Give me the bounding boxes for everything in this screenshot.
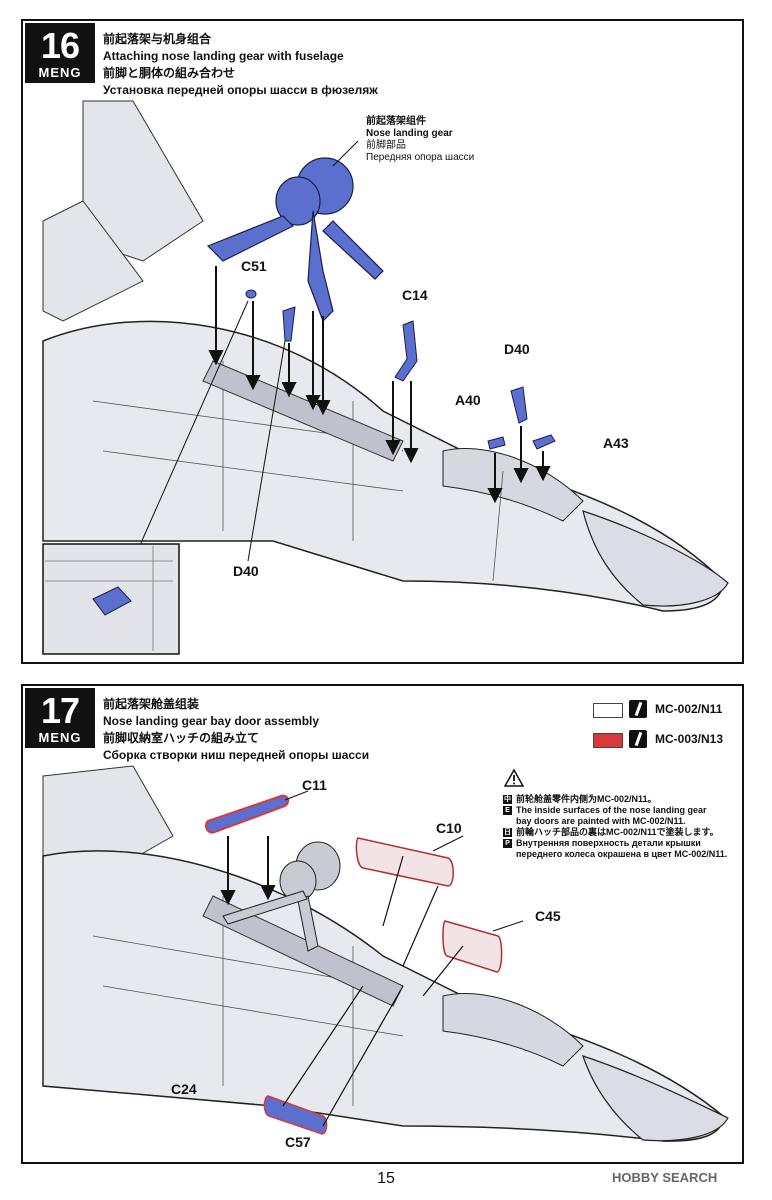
paint-swatch-red (593, 733, 623, 748)
step-number-badge: 16 MENG (25, 23, 95, 83)
part-label-a40: A40 (455, 392, 481, 408)
title-zh: 前起落架与机身组合 (103, 32, 212, 46)
language-mark-icon: 日 (503, 828, 512, 837)
title-zh: 前起落架舱盖组装 (103, 697, 200, 711)
callout-ru: Передняя опора шасси (366, 152, 475, 163)
language-mark-icon: 中 (503, 795, 512, 804)
title-ja: 前脚と胴体の組み合わせ (103, 66, 236, 80)
paint-swatch-white (593, 703, 623, 718)
part-label-c10: C10 (436, 820, 462, 836)
part-label-d40-right: D40 (504, 341, 530, 357)
note-zh: 前轮舱盖零件内侧为MC-002/N11。 (516, 794, 657, 804)
paintbrush-icon (629, 730, 647, 748)
callout-en: Nose landing gear (366, 128, 453, 139)
brand-logo: MENG (38, 65, 82, 80)
paint-code: MC-002/N11 (655, 702, 723, 716)
step-16-panel: 16 MENG 前起落架与机身组合 Attaching nose landing… (21, 19, 744, 664)
callout-zh: 前起落架组件 (366, 116, 426, 127)
callout-ja: 前脚部品 (366, 140, 406, 151)
language-mark-icon: E (503, 806, 512, 815)
language-mark-icon: Р (503, 839, 512, 848)
watermark-logo: HOBBY SEARCH (612, 1170, 718, 1185)
part-label-c45: C45 (535, 908, 561, 924)
step-number: 16 (40, 25, 80, 66)
step-number-badge: 17 MENG (25, 688, 95, 748)
step-number: 17 (40, 690, 80, 731)
warning-icon (503, 768, 525, 787)
brand-logo: MENG (38, 730, 82, 745)
part-label-c57: C57 (285, 1134, 311, 1150)
fuselage-illustration (42, 100, 729, 655)
paintbrush-icon (629, 700, 647, 718)
part-label-c11: C11 (302, 777, 327, 793)
page-number: 15 (377, 1170, 395, 1187)
note-ru-2: переднего колеса окрашена в цвет MC-002/… (516, 849, 728, 859)
title-en: Attaching nose landing gear with fuselag… (103, 49, 344, 63)
note-en-2: bay doors are painted with MC-002/N11. (516, 816, 686, 826)
title-ru: Сборка створки ниш передней опоры шасси (103, 748, 370, 762)
part-label-c14: C14 (402, 287, 428, 303)
note-en-1: The inside surfaces of the nose landing … (516, 805, 707, 815)
nose-gear-callout: 前起落架组件 Nose landing gear 前脚部品 Передняя о… (366, 116, 474, 164)
step-17-panel: 17 MENG 前起落架舱盖组装 Nose landing gear bay d… (21, 684, 744, 1164)
gear-bay-door-illustration (42, 765, 729, 1142)
title-en: Nose landing gear bay door assembly (103, 714, 320, 728)
paint-code: MC-003/N13 (655, 732, 724, 746)
part-label-c24: C24 (171, 1081, 197, 1097)
step-titles: 前起落架与机身组合 Attaching nose landing gear wi… (103, 31, 378, 99)
title-ru: Установка передней опоры шасси в фюзеляж (103, 83, 378, 97)
note-ru-1: Внутренняя поверхность детали крышки (516, 838, 701, 848)
step-titles: 前起落架舱盖组装 Nose landing gear bay door asse… (103, 696, 369, 764)
paint-note: 中前轮舱盖零件内侧为MC-002/N11。 E The inside surfac… (503, 794, 727, 860)
title-ja: 前脚収納室ハッチの組み立て (103, 731, 260, 745)
part-label-d40-left: D40 (233, 563, 259, 579)
part-label-c51: C51 (241, 258, 267, 274)
note-ja: 前輪ハッチ部品の裏はMC-002/N11で塗装します。 (516, 827, 719, 837)
part-label-a43: A43 (603, 435, 629, 451)
